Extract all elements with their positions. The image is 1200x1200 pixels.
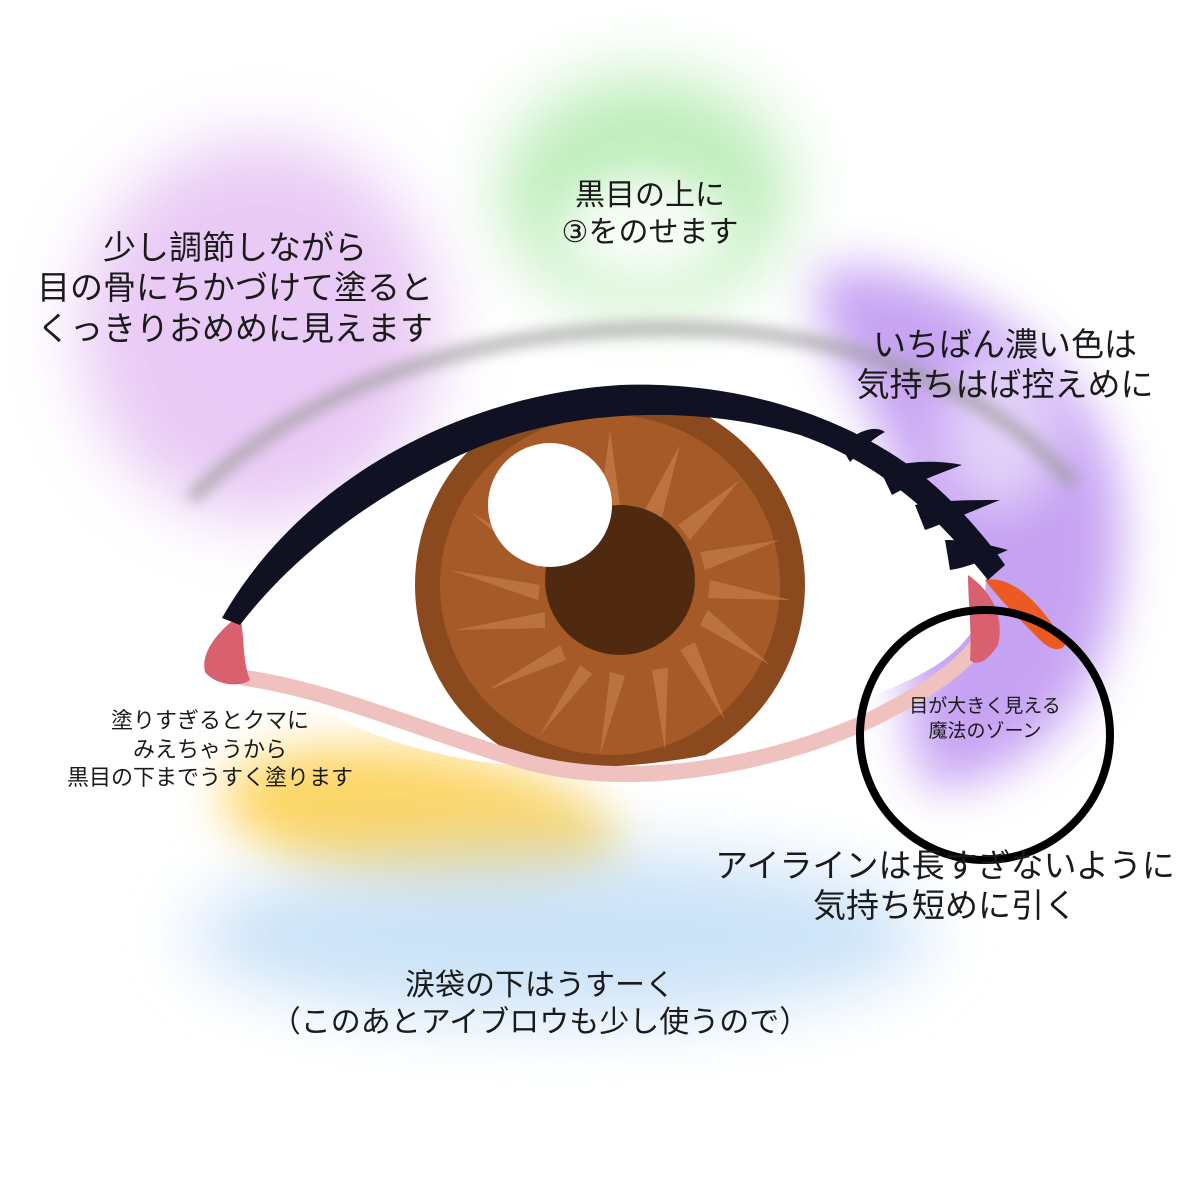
- annotation-line: ③をのせます: [561, 214, 739, 250]
- annotation-bottom-center: 涙袋の下はうすーく （このあとアイブロウも少し使うので）: [230, 968, 850, 1041]
- annotation-line: くっきりおめめに見えます: [37, 308, 433, 348]
- annotation-line: （このあとアイブロウも少し使うので）: [270, 1004, 810, 1040]
- inner-corner: [204, 615, 250, 685]
- annotation-lower-left: 塗りすぎるとクマに みえちゃうから 黒目の下までうすく塗ります: [20, 708, 400, 794]
- annotation-magic-zone: 目が大きく見える 魔法のゾーン: [870, 694, 1100, 743]
- annotation-line: 気持ちはば控えめに: [856, 365, 1154, 405]
- blob-blue-bottom: [190, 850, 930, 1020]
- upper-eyeliner: [222, 384, 1005, 625]
- annotation-line: いちばん濃い色は: [873, 325, 1137, 364]
- annotation-line: 黒目の上に: [575, 178, 725, 213]
- blob-pink-purple-left: [80, 140, 440, 520]
- annotation-line: 魔法のゾーン: [928, 719, 1042, 742]
- annotation-upper-left: 少し調節しながら 目の骨にちかづけて塗ると くっきりおめめに見えます: [20, 228, 450, 349]
- outer-corner: [968, 575, 1000, 663]
- annotation-upper-right: いちばん濃い色は 気持ちはば控えめに: [830, 325, 1180, 406]
- brow-bone-line: [188, 321, 1077, 502]
- magic-zone-circle: [856, 606, 1114, 864]
- eye-highlight: [488, 443, 612, 567]
- eyelashes: [840, 428, 1008, 570]
- annotation-line: 涙袋の下はうすーく: [405, 968, 675, 1003]
- annotation-line: 目の骨にちかづけて塗ると: [37, 268, 433, 308]
- annotation-line: アイラインは長すぎないように: [715, 846, 1175, 885]
- lower-lash-line: [237, 622, 993, 783]
- annotation-line: 目が大きく見える: [909, 695, 1061, 717]
- annotation-line: 塗りすぎるとクマに: [110, 709, 309, 734]
- annotation-line: 気持ち短めに引く: [813, 886, 1077, 926]
- iris-rays: [450, 430, 790, 755]
- annotation-top-center: 黒目の上に ③をのせます: [540, 178, 760, 251]
- annotation-line: 黒目の下までうすく塗ります: [66, 766, 353, 792]
- annotation-line: 少し調節しながら: [103, 228, 367, 267]
- annotation-lower-right: アイラインは長すぎないように 気持ち短めに引く: [690, 846, 1200, 927]
- annotation-line: みえちゃうから: [132, 737, 287, 763]
